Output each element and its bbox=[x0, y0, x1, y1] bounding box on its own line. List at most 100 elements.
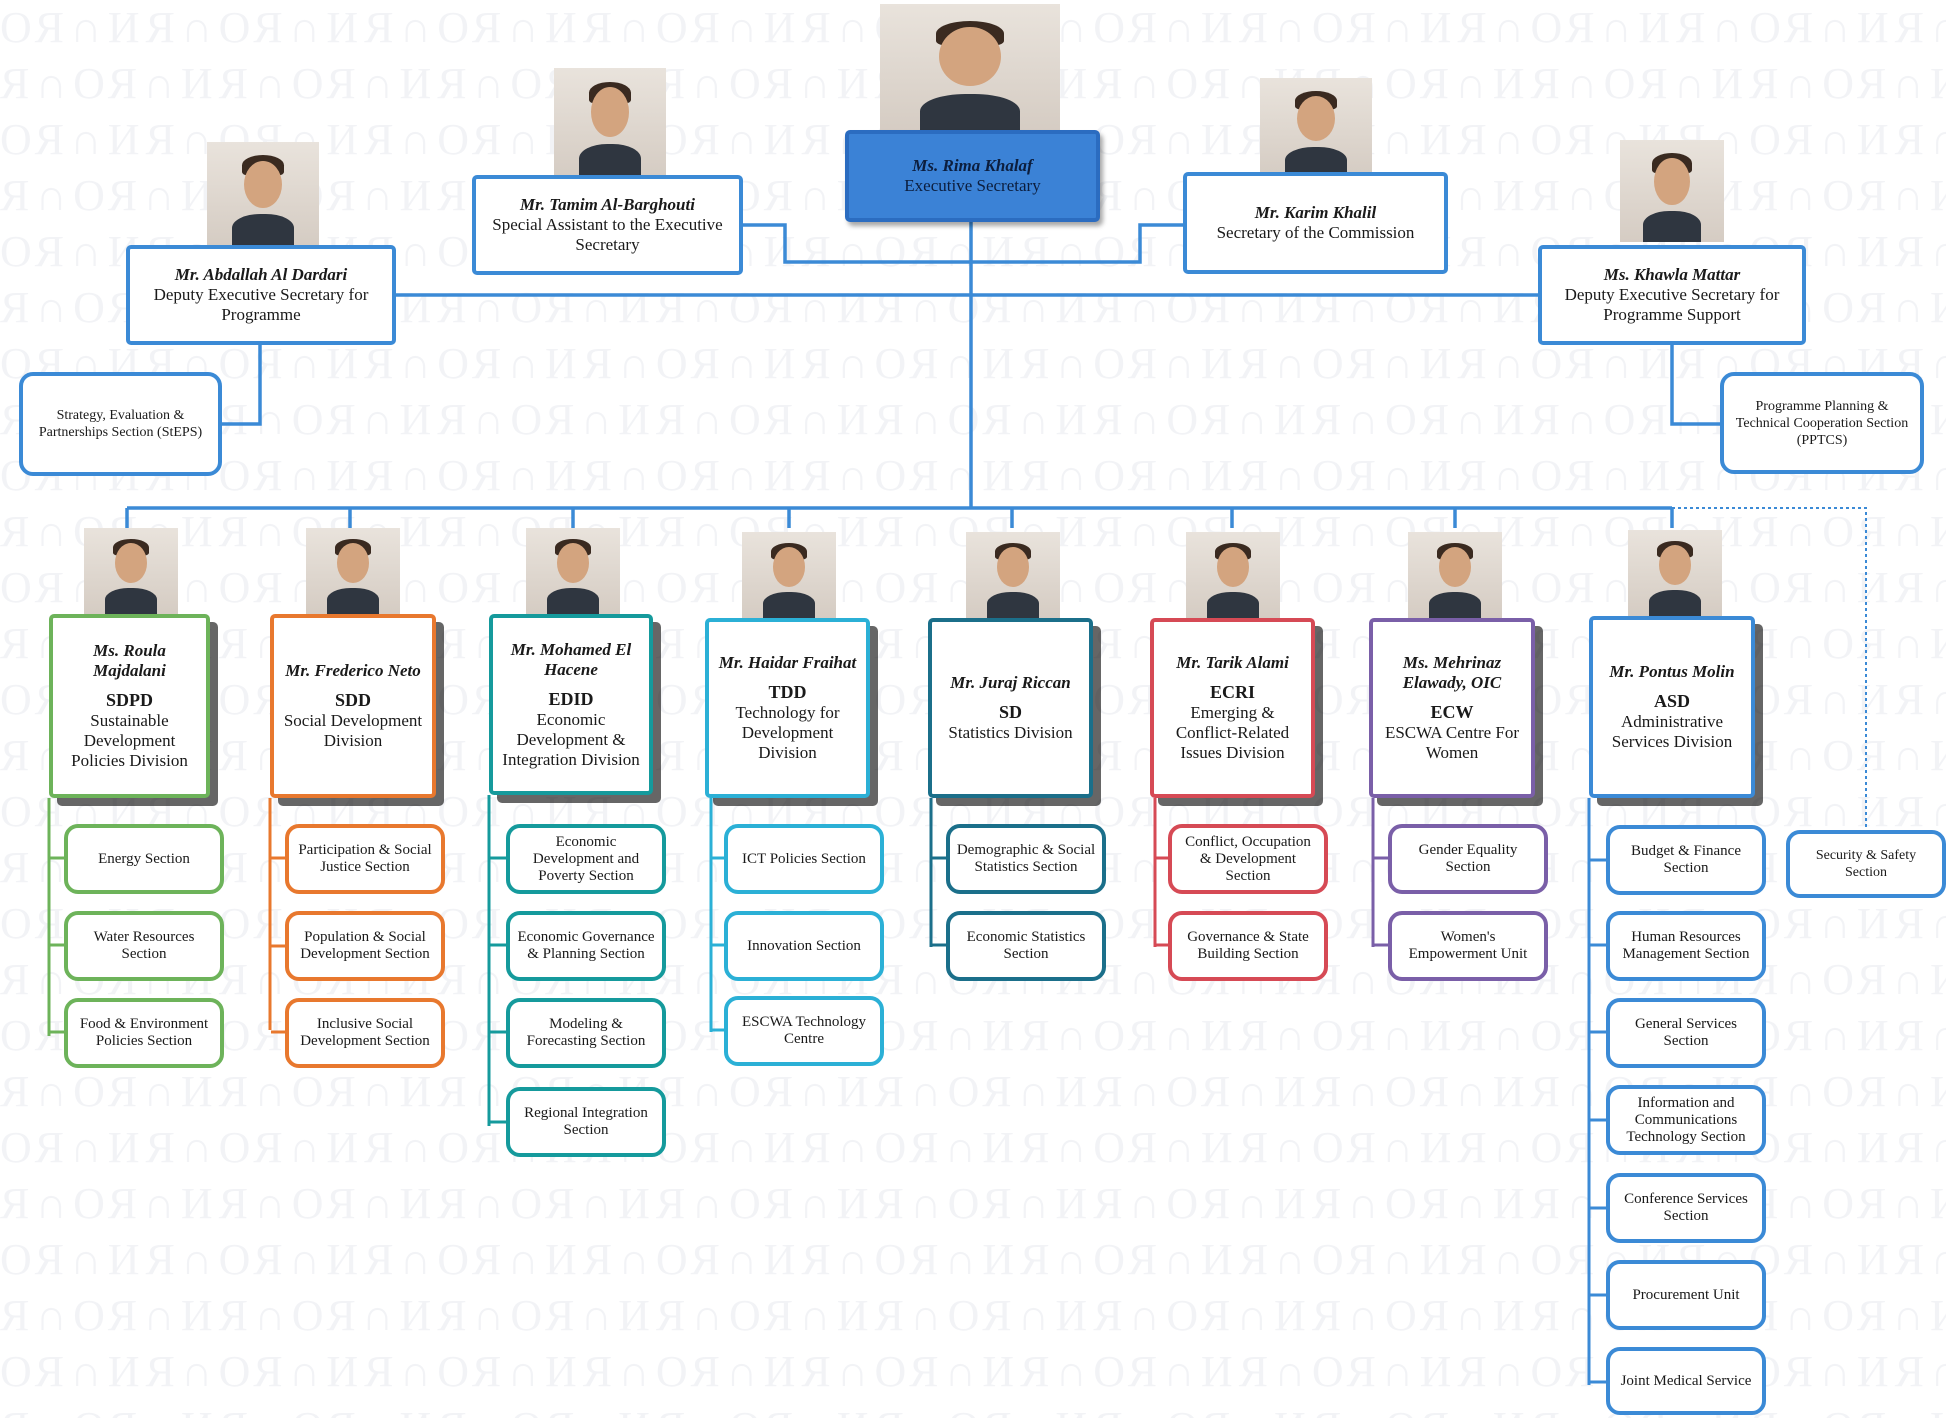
deputy-support-box: Ms. Khawla Mattar Deputy Executive Secre… bbox=[1538, 245, 1806, 345]
division-abbr: SD bbox=[998, 702, 1022, 722]
portrait-icon bbox=[554, 68, 666, 176]
section-label: Modeling & Forecasting Section bbox=[526, 1016, 646, 1049]
section-label: Budget & Finance Section bbox=[1631, 843, 1741, 876]
portrait-icon bbox=[1628, 530, 1722, 616]
section-box: Procurement Unit bbox=[1606, 1260, 1766, 1330]
section-box: Demographic & Social Statistics Section bbox=[946, 824, 1106, 894]
section-box: Conflict, Occupation & Development Secti… bbox=[1168, 824, 1328, 894]
person-title: Deputy Executive Secretary for Programme bbox=[153, 285, 369, 324]
division-title: Economic Development & Integration Divis… bbox=[502, 709, 640, 769]
section-label: Regional Integration Section bbox=[524, 1105, 648, 1138]
person-name: Mr. Juraj Riccan bbox=[950, 673, 1071, 692]
section-box: Economic Governance & Planning Section bbox=[506, 911, 666, 981]
division-title: Administrative Services Division bbox=[1611, 712, 1733, 751]
section-label: Security & Safety Section bbox=[1815, 848, 1917, 880]
section-label: Women's Empowerment Unit bbox=[1408, 929, 1528, 962]
section-label: Human Resources Management Section bbox=[1622, 929, 1750, 962]
section-box: Human Resources Management Section bbox=[1606, 911, 1766, 981]
section-label: General Services Section bbox=[1634, 1016, 1738, 1049]
portrait-icon bbox=[1620, 140, 1724, 242]
section-box: Participation & Social Justice Section bbox=[285, 824, 445, 894]
section-label: Innovation Section bbox=[747, 937, 861, 954]
section-box: Population & Social Development Section bbox=[285, 911, 445, 981]
person-name: Mr. Abdallah Al Dardari bbox=[174, 265, 348, 284]
person-title: Deputy Executive Secretary for Programme… bbox=[1564, 285, 1780, 324]
division-box-sdpd: Ms. Roula Majdalani SDPD Sustainable Dev… bbox=[49, 614, 210, 798]
person-title: Executive Secretary bbox=[904, 176, 1041, 195]
section-box: Water Resources Section bbox=[64, 911, 224, 981]
section-label: Conflict, Occupation & Development Secti… bbox=[1185, 833, 1311, 884]
division-title: Social Development Division bbox=[283, 711, 423, 750]
portrait-icon bbox=[84, 528, 178, 614]
person-name: Mr. Haidar Fraihat bbox=[718, 653, 857, 672]
division-box-sdd: Mr. Frederico Neto SDD Social Developmen… bbox=[270, 614, 436, 798]
section-label: ESCWA Technology Centre bbox=[741, 1014, 867, 1047]
steps-section-box: Strategy, Evaluation & Partnerships Sect… bbox=[19, 372, 222, 476]
section-label: Programme Planning & Technical Cooperati… bbox=[1735, 398, 1909, 448]
section-label: Gender Equality Section bbox=[1418, 842, 1518, 875]
section-label: Economic Development and Poverty Section bbox=[532, 833, 640, 884]
section-box: Regional Integration Section bbox=[506, 1087, 666, 1157]
section-label: Demographic & Social Statistics Section bbox=[956, 842, 1096, 875]
portrait-icon bbox=[742, 532, 836, 618]
section-box: Modeling & Forecasting Section bbox=[506, 998, 666, 1068]
section-label: Economic Statistics Section bbox=[966, 929, 1086, 962]
deputy-programme-box: Mr. Abdallah Al Dardari Deputy Executive… bbox=[126, 245, 396, 345]
person-name: Ms. Roula Majdalani bbox=[93, 641, 166, 680]
section-label: Population & Social Development Section bbox=[300, 929, 430, 962]
section-box: Inclusive Social Development Section bbox=[285, 998, 445, 1068]
section-label: Water Resources Section bbox=[93, 929, 195, 962]
secretary-commission-box: Mr. Karim Khalil Secretary of the Commis… bbox=[1183, 172, 1448, 274]
portrait-icon bbox=[306, 528, 400, 614]
section-box: ESCWA Technology Centre bbox=[724, 996, 884, 1066]
section-label: Governance & State Building Section bbox=[1187, 929, 1309, 962]
section-box: Gender Equality Section bbox=[1388, 824, 1548, 894]
person-name: Mr. Karim Khalil bbox=[1254, 203, 1377, 222]
section-label: Strategy, Evaluation & Partnerships Sect… bbox=[38, 408, 203, 440]
division-abbr: ECW bbox=[1430, 702, 1474, 722]
section-label: Joint Medical Service bbox=[1620, 1372, 1752, 1389]
division-box-asd: Mr. Pontus Molin ASD Administrative Serv… bbox=[1589, 616, 1755, 798]
pptcs-section-box: Programme Planning & Technical Cooperati… bbox=[1720, 372, 1924, 474]
division-title: Statistics Division bbox=[948, 723, 1073, 742]
section-label: Procurement Unit bbox=[1632, 1286, 1740, 1303]
section-box: Governance & State Building Section bbox=[1168, 911, 1328, 981]
division-title: Emerging & Conflict-Related Issues Divis… bbox=[1175, 703, 1290, 762]
section-box: ICT Policies Section bbox=[724, 824, 884, 894]
section-label: ICT Policies Section bbox=[742, 850, 866, 867]
person-name: Mr. Mohamed El Hacene bbox=[510, 639, 632, 679]
person-name: Mr. Tarik Alami bbox=[1176, 653, 1289, 672]
division-title: ESCWA Centre For Women bbox=[1384, 723, 1520, 762]
special-assistant-box: Mr. Tamim Al-Barghouti Special Assistant… bbox=[472, 175, 743, 275]
division-title: Sustainable Development Policies Divisio… bbox=[71, 711, 188, 770]
section-box: Women's Empowerment Unit bbox=[1388, 911, 1548, 981]
person-name: Mr. Tamim Al-Barghouti bbox=[520, 195, 695, 214]
division-abbr: TDD bbox=[768, 682, 807, 702]
section-box: Economic Development and Poverty Section bbox=[506, 824, 666, 894]
section-label: Participation & Social Justice Section bbox=[298, 842, 432, 875]
person-name: Mr. Frederico Neto bbox=[285, 661, 421, 680]
division-box-ecri: Mr. Tarik Alami ECRI Emerging & Conflict… bbox=[1150, 618, 1315, 798]
security-section-box: Security & Safety Section bbox=[1786, 830, 1946, 898]
division-box-edid: Mr. Mohamed El Hacene EDID Economic Deve… bbox=[489, 614, 653, 795]
portrait-icon bbox=[526, 528, 620, 614]
person-name: Ms. Rima Khalaf bbox=[912, 156, 1033, 175]
division-box-tdd: Mr. Haidar Fraihat TDD Technology for De… bbox=[705, 618, 870, 798]
person-title: Special Assistant to the Executive Secre… bbox=[492, 215, 723, 254]
section-box: Budget & Finance Section bbox=[1606, 825, 1766, 895]
division-abbr: SDD bbox=[334, 690, 371, 710]
section-label: Food & Environment Policies Section bbox=[79, 1016, 209, 1049]
section-label: Conference Services Section bbox=[1624, 1191, 1748, 1224]
division-box-ecw: Ms. Mehrinaz Elawady, OIC ECW ESCWA Cent… bbox=[1369, 618, 1535, 798]
portrait-icon bbox=[1260, 78, 1372, 176]
section-box: Joint Medical Service bbox=[1606, 1347, 1766, 1415]
division-abbr: ASD bbox=[1653, 691, 1690, 711]
person-title: Secretary of the Commission bbox=[1216, 223, 1415, 242]
section-box: Innovation Section bbox=[724, 911, 884, 981]
section-box: Energy Section bbox=[64, 824, 224, 894]
section-label: Inclusive Social Development Section bbox=[300, 1016, 430, 1049]
section-label: Energy Section bbox=[98, 850, 190, 867]
section-box: Information and Communications Technolog… bbox=[1606, 1085, 1766, 1155]
section-box: Food & Environment Policies Section bbox=[64, 998, 224, 1068]
